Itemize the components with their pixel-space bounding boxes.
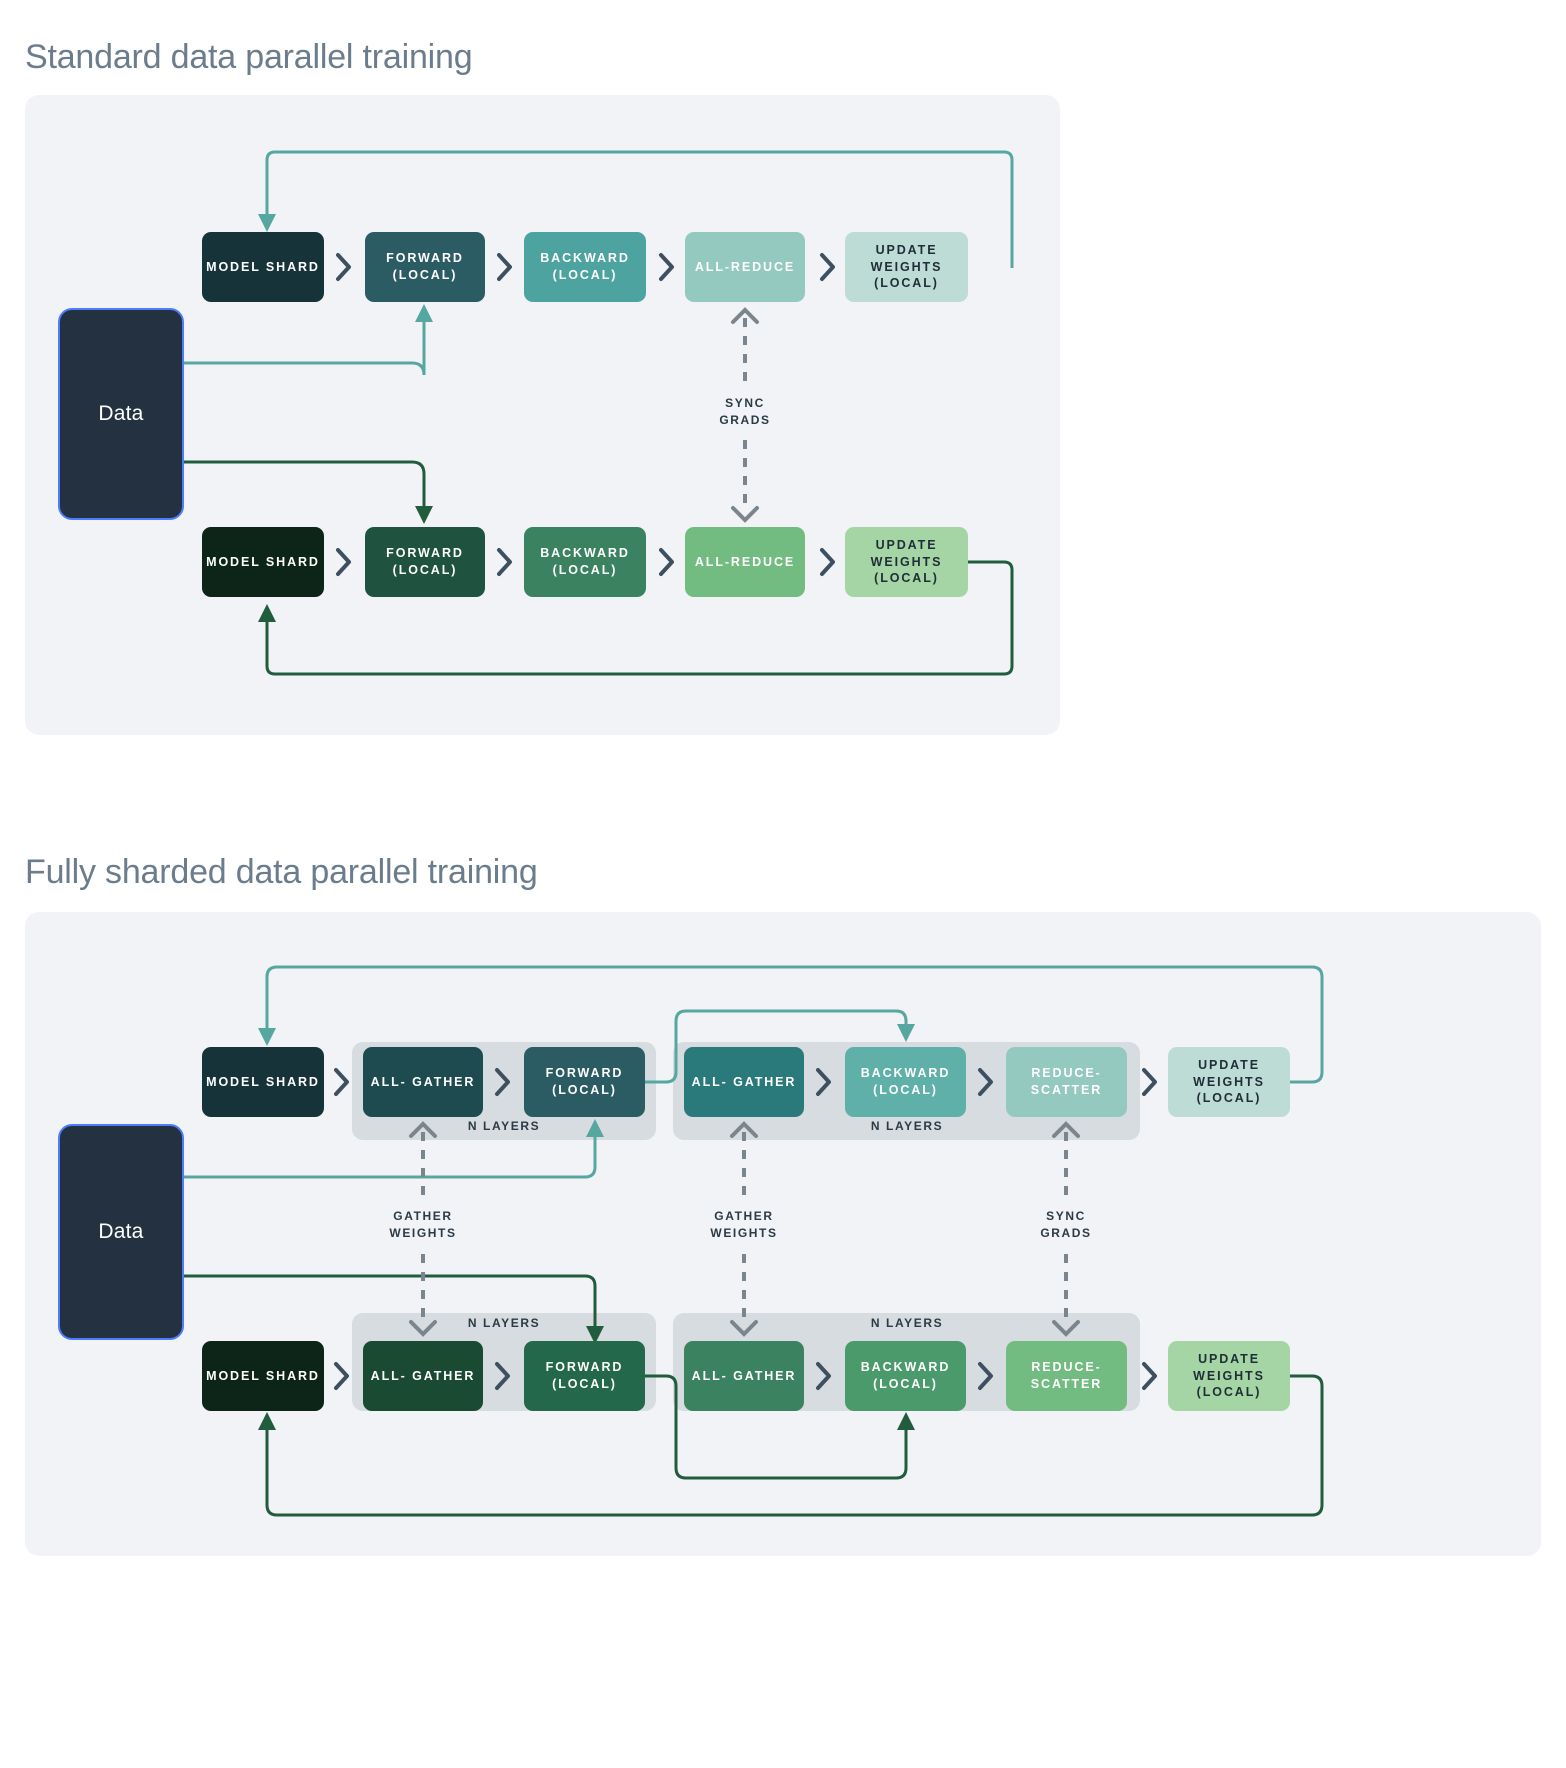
chevron-icon xyxy=(976,1067,996,1097)
annotation-gather-weights-2: GATHER WEIGHTS xyxy=(710,1209,778,1241)
chevron-icon xyxy=(1140,1067,1160,1097)
data-box-standard[interactable]: Data xyxy=(58,308,184,520)
node-backward-teal[interactable]: BACKWARD (LOCAL) xyxy=(524,232,646,302)
node-label: BACKWARD (LOCAL) xyxy=(860,1360,951,1391)
chevron-icon xyxy=(1140,1361,1160,1391)
annotation-sync-grads: SYNC GRADS xyxy=(719,396,771,428)
node-label: ALL- GATHER xyxy=(370,1368,476,1383)
node-fsdp-backward-green[interactable]: BACKWARD (LOCAL) xyxy=(845,1341,966,1411)
chevron-icon xyxy=(818,252,838,282)
node-fsdp-forward-teal[interactable]: FORWARD (LOCAL) xyxy=(524,1047,645,1117)
chevron-icon xyxy=(493,1361,513,1391)
node-label: UPDATE WEIGHTS (LOCAL) xyxy=(1193,1351,1265,1400)
node-forward-teal[interactable]: FORWARD (LOCAL) xyxy=(365,232,485,302)
chevron-icon xyxy=(493,1067,513,1097)
node-label: MODEL SHARD xyxy=(206,1368,320,1383)
node-label: ALL-REDUCE xyxy=(694,259,796,274)
node-fsdp-update-weights-green[interactable]: UPDATE WEIGHTS (LOCAL) xyxy=(1168,1341,1290,1411)
chevron-icon xyxy=(818,547,838,577)
node-label: UPDATE WEIGHTS (LOCAL) xyxy=(870,537,943,586)
node-label: ALL- GATHER xyxy=(370,1074,476,1089)
node-label: UPDATE WEIGHTS (LOCAL) xyxy=(870,242,943,291)
node-update-weights-green[interactable]: UPDATE WEIGHTS (LOCAL) xyxy=(845,527,968,597)
node-label: FORWARD (LOCAL) xyxy=(386,546,464,577)
node-fsdp-all-gather-1-green[interactable]: ALL- GATHER xyxy=(363,1341,483,1411)
node-fsdp-all-gather-1-teal[interactable]: ALL- GATHER xyxy=(363,1047,483,1117)
node-model-shard-green[interactable]: MODEL SHARD xyxy=(202,527,324,597)
node-fsdp-model-shard-green[interactable]: MODEL SHARD xyxy=(202,1341,324,1411)
node-label: BACKWARD (LOCAL) xyxy=(540,546,630,577)
node-label: ALL-REDUCE xyxy=(694,554,796,569)
node-label: ALL- GATHER xyxy=(691,1074,797,1089)
group-label-n-layers-bottom-left: N LAYERS xyxy=(467,1316,541,1330)
node-forward-green[interactable]: FORWARD (LOCAL) xyxy=(365,527,485,597)
chevron-icon xyxy=(657,252,677,282)
node-update-weights-teal[interactable]: UPDATE WEIGHTS (LOCAL) xyxy=(845,232,968,302)
section-title-standard: Standard data parallel training xyxy=(25,38,473,76)
chevron-icon xyxy=(814,1361,834,1391)
node-label: REDUCE- SCATTER xyxy=(1030,1360,1103,1391)
node-model-shard-teal[interactable]: MODEL SHARD xyxy=(202,232,324,302)
node-label: FORWARD (LOCAL) xyxy=(386,251,464,282)
node-fsdp-reduce-scatter-green[interactable]: REDUCE- SCATTER xyxy=(1006,1341,1127,1411)
node-label: MODEL SHARD xyxy=(206,554,320,569)
chevron-icon xyxy=(976,1361,996,1391)
node-all-reduce-green[interactable]: ALL-REDUCE xyxy=(685,527,805,597)
node-label: MODEL SHARD xyxy=(206,1074,320,1089)
node-label: REDUCE- SCATTER xyxy=(1030,1066,1103,1097)
node-fsdp-backward-teal[interactable]: BACKWARD (LOCAL) xyxy=(845,1047,966,1117)
node-label: FORWARD (LOCAL) xyxy=(545,1360,624,1391)
data-box-fsdp[interactable]: Data xyxy=(58,1124,184,1340)
section-title-fsdp: Fully sharded data parallel training xyxy=(25,853,538,891)
node-label: BACKWARD (LOCAL) xyxy=(540,251,630,282)
node-fsdp-reduce-scatter-teal[interactable]: REDUCE- SCATTER xyxy=(1006,1047,1127,1117)
node-label: ALL- GATHER xyxy=(691,1368,797,1383)
node-label: BACKWARD (LOCAL) xyxy=(860,1066,951,1097)
chevron-icon xyxy=(334,252,354,282)
node-fsdp-all-gather-2-teal[interactable]: ALL- GATHER xyxy=(684,1047,804,1117)
chevron-icon xyxy=(657,547,677,577)
node-fsdp-all-gather-2-green[interactable]: ALL- GATHER xyxy=(684,1341,804,1411)
annotation-gather-weights-1: GATHER WEIGHTS xyxy=(389,1209,457,1241)
chevron-icon xyxy=(334,547,354,577)
data-box-label: Data xyxy=(98,1220,144,1243)
node-label: FORWARD (LOCAL) xyxy=(545,1066,624,1097)
chevron-icon xyxy=(332,1067,352,1097)
chevron-icon xyxy=(495,252,515,282)
chevron-icon xyxy=(814,1067,834,1097)
group-label-n-layers-bottom-right: N LAYERS xyxy=(870,1316,944,1330)
node-label: MODEL SHARD xyxy=(206,259,320,274)
annotation-sync-grads-fsdp: SYNC GRADS xyxy=(1040,1209,1092,1241)
group-label-n-layers-top-right: N LAYERS xyxy=(870,1119,944,1133)
node-label: UPDATE WEIGHTS (LOCAL) xyxy=(1193,1057,1265,1106)
chevron-icon xyxy=(495,547,515,577)
node-fsdp-model-shard-teal[interactable]: MODEL SHARD xyxy=(202,1047,324,1117)
chevron-icon xyxy=(332,1361,352,1391)
node-fsdp-forward-green[interactable]: FORWARD (LOCAL) xyxy=(524,1341,645,1411)
node-fsdp-update-weights-teal[interactable]: UPDATE WEIGHTS (LOCAL) xyxy=(1168,1047,1290,1117)
node-all-reduce-teal[interactable]: ALL-REDUCE xyxy=(685,232,805,302)
group-label-n-layers-top-left: N LAYERS xyxy=(467,1119,541,1133)
node-backward-green[interactable]: BACKWARD (LOCAL) xyxy=(524,527,646,597)
data-box-label: Data xyxy=(98,402,144,425)
